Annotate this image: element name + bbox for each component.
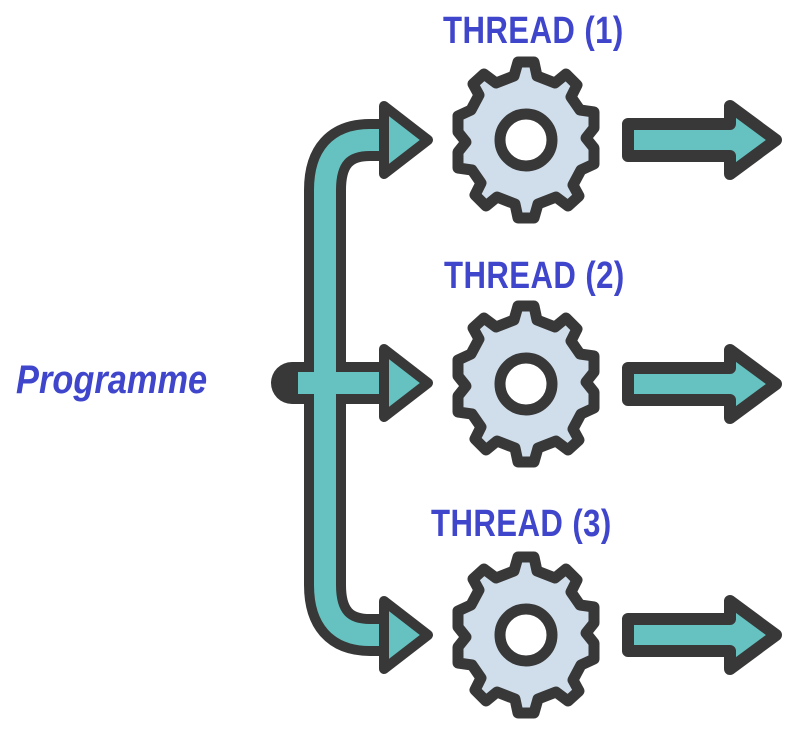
output-arrow-2 [622, 344, 782, 424]
output-arrow-3 [622, 595, 782, 675]
gear-icon [458, 557, 594, 713]
gear-icon [458, 62, 594, 218]
arrow-right-icon [379, 344, 433, 422]
arrow-right-icon [379, 596, 433, 674]
thread-3-label: THREAD (3) [431, 503, 612, 545]
branch-bracket-icon [271, 101, 433, 674]
thread-2-label: THREAD (2) [444, 255, 625, 297]
gear-icon [458, 306, 594, 462]
output-arrow-1 [622, 100, 782, 180]
programme-label: Programme [16, 358, 208, 402]
thread-1-label: THREAD (1) [443, 10, 624, 52]
arrow-right-icon [379, 101, 433, 179]
